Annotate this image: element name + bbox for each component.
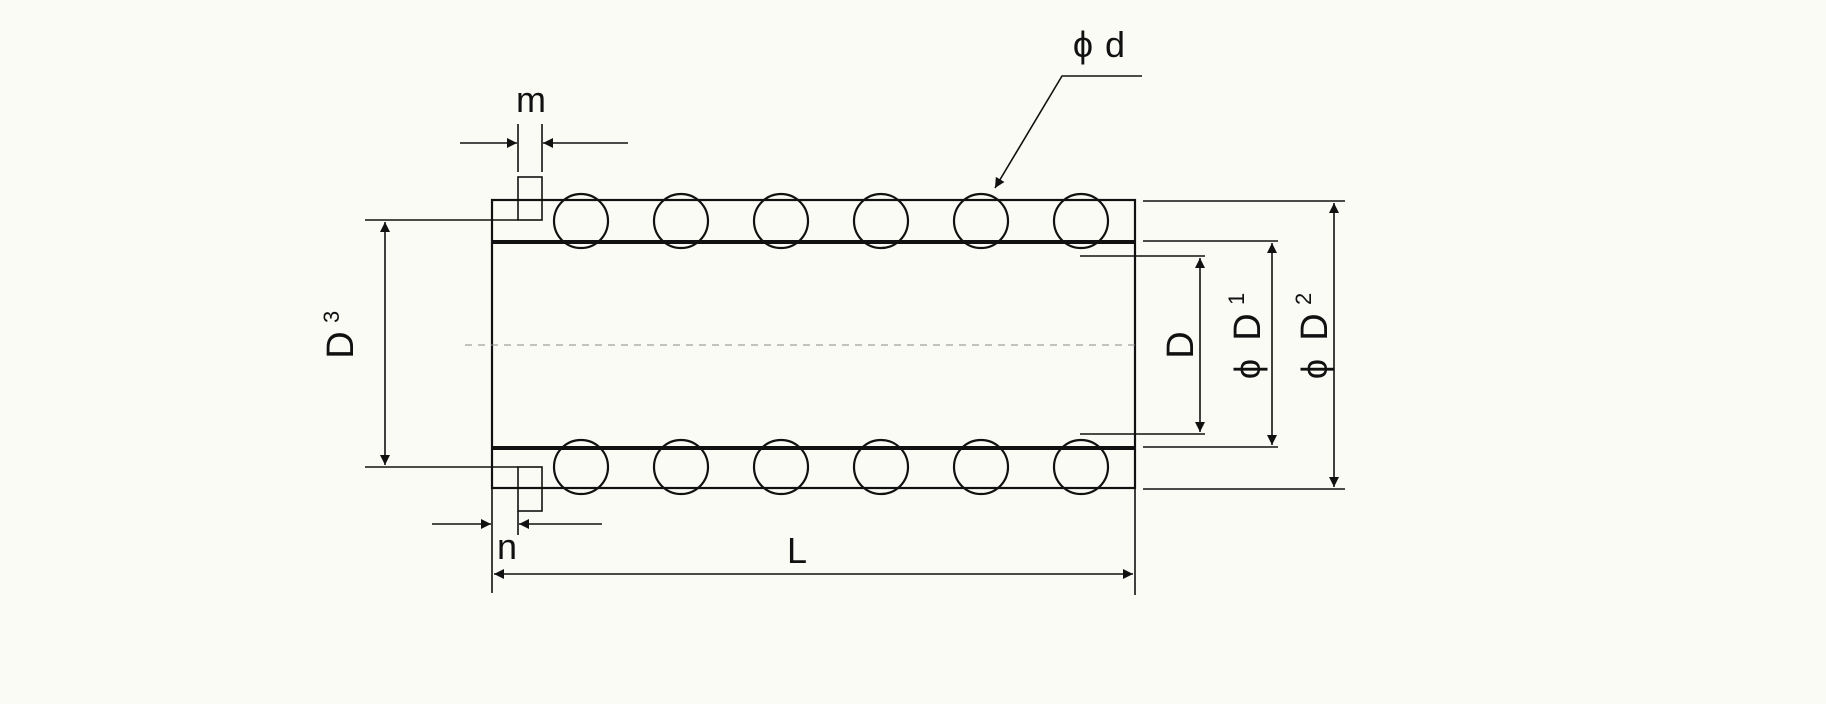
svg-text:3: 3 bbox=[319, 311, 344, 323]
label-D: D bbox=[1160, 331, 1202, 358]
label-D3: D 3 bbox=[319, 311, 362, 359]
balls bbox=[552, 192, 1110, 496]
ball-top-6 bbox=[1052, 192, 1110, 250]
label-n: n bbox=[497, 526, 517, 567]
outer-outline bbox=[490, 198, 1137, 490]
ball-top-2 bbox=[652, 192, 710, 250]
leader-d bbox=[994, 75, 1142, 189]
label-L: L bbox=[787, 530, 807, 571]
ball-bottom-1 bbox=[552, 438, 610, 496]
ball-bottom-5 bbox=[952, 438, 1010, 496]
label-D1: ϕ D 1 bbox=[1224, 293, 1269, 379]
svg-text:D: D bbox=[1160, 331, 1202, 358]
ball-bottom-2 bbox=[652, 438, 710, 496]
ball-bottom-4 bbox=[852, 438, 910, 496]
dimension-D2 bbox=[1143, 200, 1345, 490]
label-d: ϕ d bbox=[1073, 24, 1125, 65]
svg-text:ϕ: ϕ bbox=[1073, 24, 1093, 65]
label-D2: ϕ D 2 bbox=[1291, 293, 1336, 379]
dimension-n bbox=[432, 511, 602, 535]
dimension-D1 bbox=[1143, 240, 1278, 448]
svg-text:ϕ: ϕ bbox=[1294, 359, 1335, 379]
svg-text:2: 2 bbox=[1291, 293, 1316, 305]
svg-text:D: D bbox=[1294, 313, 1336, 340]
dimension-L bbox=[491, 488, 1136, 595]
dimension-m bbox=[460, 124, 628, 172]
svg-text:d: d bbox=[1105, 24, 1125, 65]
dimension-D bbox=[1080, 255, 1205, 435]
ball-top-5 bbox=[952, 192, 1010, 250]
bottom-slot bbox=[517, 466, 543, 512]
top-slot bbox=[517, 176, 543, 221]
dimension-D3 bbox=[365, 219, 518, 468]
ball-top-4 bbox=[852, 192, 910, 250]
svg-text:1: 1 bbox=[1224, 293, 1249, 305]
svg-text:D: D bbox=[320, 331, 362, 358]
ball-bottom-3 bbox=[752, 438, 810, 496]
ball-top-3 bbox=[752, 192, 810, 250]
label-m: m bbox=[516, 79, 546, 120]
ball-bottom-6 bbox=[1052, 438, 1110, 496]
svg-text:ϕ: ϕ bbox=[1227, 359, 1268, 379]
ball-top-1 bbox=[552, 192, 610, 250]
retainer-slots bbox=[517, 176, 543, 512]
svg-text:D: D bbox=[1227, 313, 1269, 340]
